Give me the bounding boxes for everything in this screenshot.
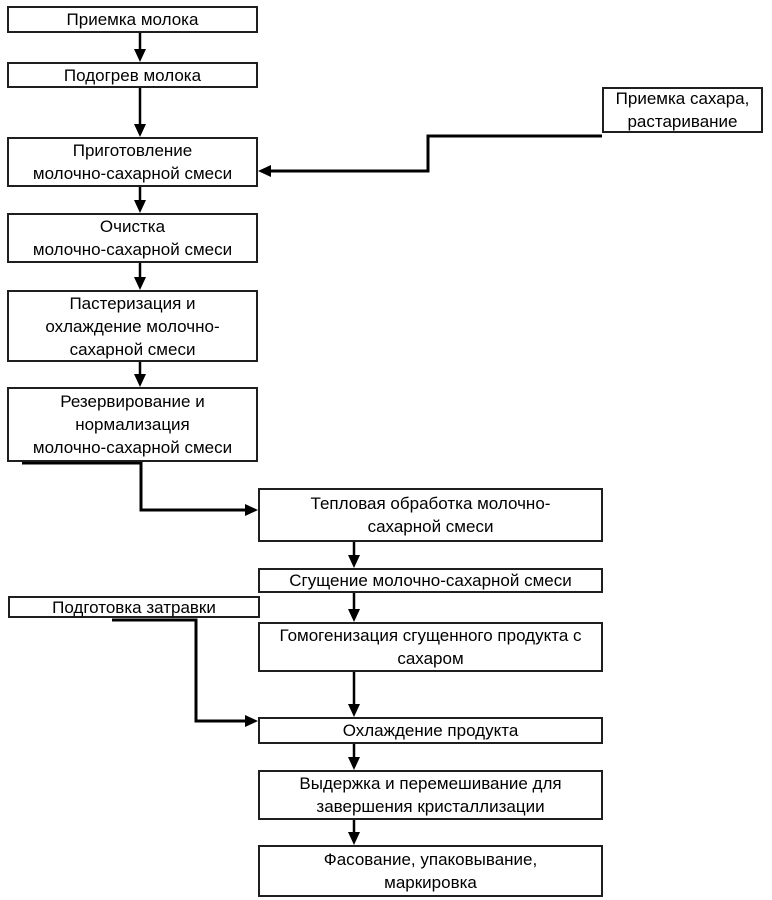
node-crystallization: Выдержка и перемешивание для завершения …: [258, 770, 603, 820]
edge-reservation-to-thermal: [22, 461, 258, 516]
node-milk-reception: Приемка молока: [7, 6, 258, 33]
edge-homogenization-to-cooling: [348, 672, 360, 717]
node-thermal-treatment: Тепловая обработка молочно- сахарной сме…: [258, 488, 603, 542]
edge-seed-to-cooling: [112, 618, 258, 727]
node-milk-heating: Подогрев молока: [7, 62, 258, 88]
edge-crystallization-to-packaging: [348, 820, 360, 845]
edge-purification-to-pasteurization: [134, 263, 146, 290]
node-homogenization: Гомогенизация сгущенного продукта с саха…: [258, 622, 603, 672]
node-pasteurization: Пастеризация и охлаждение молочно- сахар…: [7, 290, 258, 362]
edge-condensing-to-homogenization: [348, 593, 360, 622]
node-sugar-reception: Приемка сахара, растаривание: [602, 87, 763, 133]
edge-cooling-to-crystallization: [348, 744, 360, 770]
edge-milk-reception-to-heating: [134, 33, 146, 62]
edge-pasteurization-to-reservation: [134, 362, 146, 387]
edge-sugar-to-preparation: [258, 134, 602, 177]
edge-heating-to-preparation: [134, 88, 146, 137]
node-condensing: Сгущение молочно-сахарной смеси: [258, 568, 603, 593]
node-cooling: Охлаждение продукта: [258, 717, 603, 744]
node-seed-preparation: Подготовка затравки: [8, 596, 260, 618]
edge-preparation-to-purification: [134, 187, 146, 213]
node-mix-preparation: Приготовление молочно-сахарной смеси: [7, 137, 258, 187]
edge-thermal-to-condensing: [348, 542, 360, 568]
node-mix-purification: Очистка молочно-сахарной смеси: [7, 213, 258, 263]
node-reservation: Резервирование и нормализация молочно-са…: [7, 387, 258, 462]
node-packaging: Фасование, упаковывание, маркировка: [258, 845, 603, 897]
